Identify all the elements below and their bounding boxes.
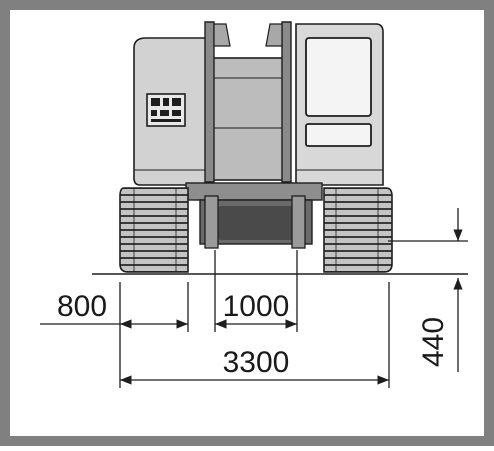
control-panel-icon <box>146 93 186 127</box>
track-gap-dimension: 1000 <box>215 290 297 329</box>
track-width-label: 800 <box>57 290 107 323</box>
ground-clearance-label: 440 <box>417 317 450 367</box>
excavator-front-view-icon <box>119 21 393 273</box>
left-track <box>119 187 189 273</box>
overall-width-dimension: 3300 <box>119 346 389 385</box>
right-track <box>323 187 393 273</box>
track-gap-label: 1000 <box>223 290 290 323</box>
cab-lower-window <box>305 123 372 147</box>
cab-windshield <box>305 37 372 117</box>
boom <box>211 57 285 181</box>
overall-width-label: 3300 <box>223 346 290 379</box>
track-width-dimension: 800 <box>40 290 188 329</box>
ground-clearance-dimension: 440 <box>417 208 463 372</box>
